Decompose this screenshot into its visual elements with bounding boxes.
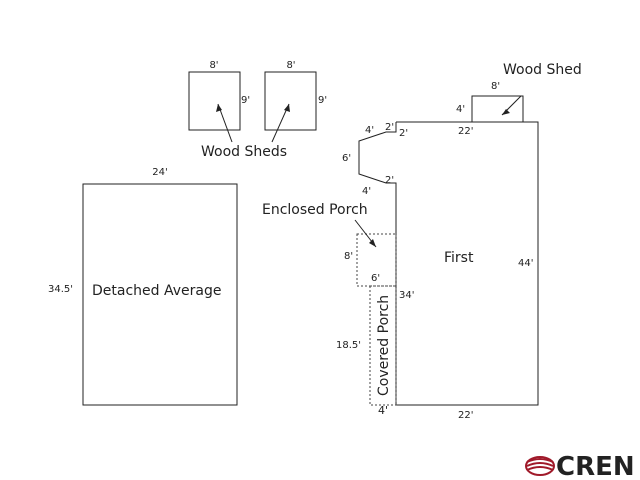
enclosed-porch-label: Enclosed Porch (262, 202, 368, 218)
wood-shed-1-depth: 9' (241, 95, 250, 106)
covered-porch-depth: 18.5' (336, 340, 361, 351)
enclosed-porch-outline (356, 233, 397, 287)
wood-shed-main-outline (471, 95, 524, 123)
enclosed-porch: Enclosed Porch 8' 6' (262, 202, 397, 287)
wood-shed-2: 8' 9' (264, 60, 327, 131)
detached-label: Detached Average (92, 283, 221, 299)
wood-sheds-arrowhead-1 (216, 104, 222, 112)
notch-2-a: 2' (385, 122, 394, 133)
notch-6: 6' (342, 153, 351, 164)
detached-building: 24' 34.5' Detached Average (48, 167, 238, 406)
wood-sheds-label: Wood Sheds (201, 144, 287, 160)
first-label: First (444, 250, 474, 266)
wood-shed-2-depth: 9' (318, 95, 327, 106)
wood-shed-2-outline (264, 71, 317, 131)
detached-width: 24' (152, 167, 167, 178)
enclosed-porch-width: 6' (371, 273, 380, 284)
enclosed-porch-depth: 8' (344, 251, 353, 262)
detached-depth: 34.5' (48, 284, 73, 295)
covered-porch-label: Covered Porch (376, 295, 392, 396)
wood-shed-1-outline (188, 71, 241, 131)
wood-shed-1-width: 8' (209, 60, 218, 71)
cren-logo: CREN (525, 452, 635, 480)
first-floor-outline (358, 121, 539, 406)
wood-shed-main: 8' 4' Wood Shed (456, 62, 582, 123)
main-top-width: 22' (458, 126, 473, 137)
cren-logo-text: CREN (556, 452, 635, 480)
notch-2-c: 2' (385, 175, 394, 186)
notch-2-b: 2' (399, 128, 408, 139)
notch-4-top: 4' (365, 125, 374, 136)
covered-porch-outline (369, 285, 397, 406)
covered-porch: Covered Porch 18.5' 4' (336, 285, 397, 417)
detached-outline (82, 183, 238, 406)
globe-swoosh-icon (525, 456, 555, 476)
wood-shed-main-depth: 4' (456, 104, 465, 115)
wood-sheds-arrowhead-2 (284, 104, 290, 112)
wood-shed-2-width: 8' (286, 60, 295, 71)
covered-porch-width: 4' (378, 404, 388, 417)
wood-shed-1: 8' 9' (188, 60, 250, 131)
enclosed-porch-arrowhead (369, 239, 376, 247)
main-bottom-width: 22' (458, 410, 473, 421)
notch-4-bottom: 4' (362, 186, 371, 197)
main-right-depth: 44' (518, 258, 533, 269)
main-34: 34' (399, 290, 414, 301)
wood-shed-arrowhead (502, 109, 510, 115)
wood-shed-label: Wood Shed (503, 62, 582, 78)
first-floor: First 22' 44' 22' 4' 2' 2' 6' 2' 4' 34' (342, 121, 539, 421)
wood-shed-main-width: 8' (491, 81, 500, 92)
